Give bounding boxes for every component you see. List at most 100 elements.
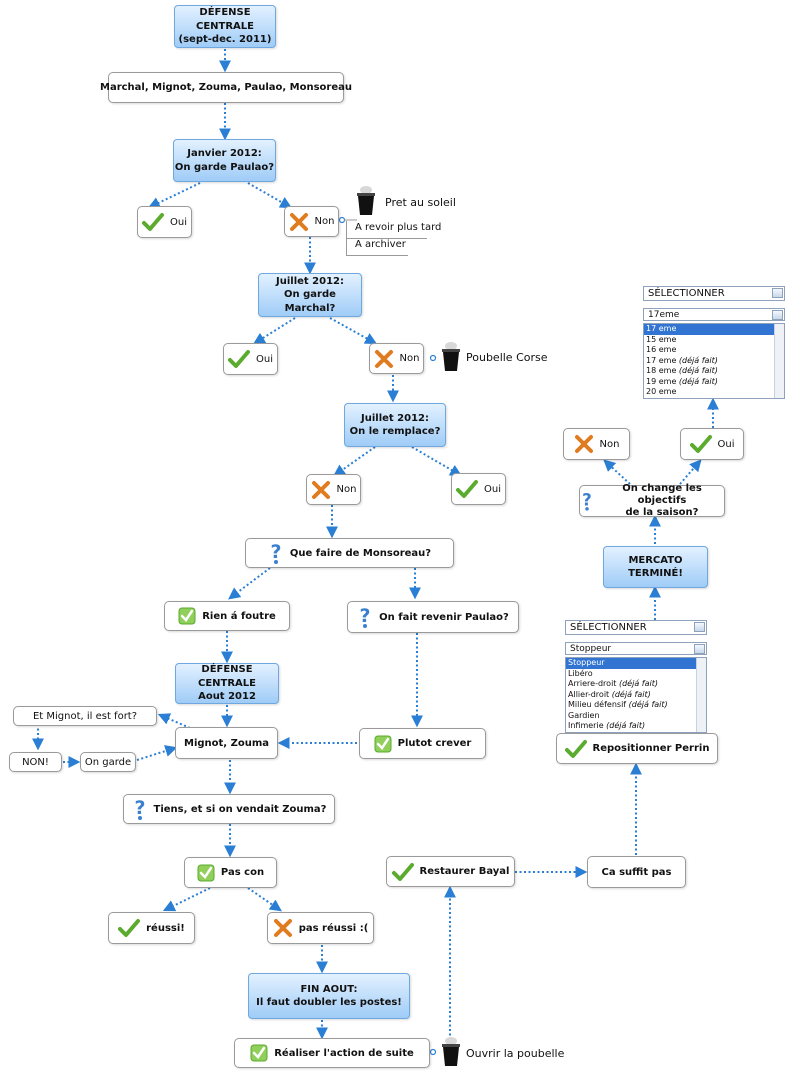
question-icon: ?	[360, 606, 371, 628]
option-label: Arriere-droit	[568, 679, 617, 688]
node-revenir-paulao[interactable]: ? On fait revenir Paulao?	[347, 601, 519, 633]
node-mignot-zouma[interactable]: Mignot, Zouma	[175, 727, 278, 759]
node-rien-a-foutre[interactable]: Rien á foutre	[164, 601, 290, 631]
select-option[interactable]: 16 eme	[644, 345, 774, 356]
scrollbar[interactable]	[696, 658, 706, 732]
node-label: Restaurer Bayal	[419, 866, 510, 877]
node-on-garde[interactable]: On garde	[80, 752, 136, 772]
select-header-label: SÉLECTIONNER	[648, 288, 725, 299]
question-icon: ?	[582, 491, 592, 511]
option-label: 17 eme	[646, 324, 677, 333]
select-option[interactable]: 15 eme	[644, 335, 774, 346]
option-note: (déjá fait)	[678, 366, 718, 375]
node-label: Oui	[484, 483, 501, 495]
node-oui-paulao[interactable]: Oui	[137, 206, 192, 238]
node-janvier-2012[interactable]: Janvier 2012: On garde Paulao?	[173, 139, 276, 182]
select-rank-value[interactable]: 17eme	[643, 308, 785, 321]
option-label: Stoppeur	[568, 658, 605, 667]
attachment-label: A revoir plus tard	[355, 222, 442, 233]
chevron-down-icon[interactable]	[694, 622, 705, 632]
node-et-mignot[interactable]: Et Mignot, il est fort?	[13, 706, 157, 726]
select-position-value[interactable]: Stoppeur	[565, 642, 707, 655]
svg-text:?: ?	[134, 798, 145, 819]
node-subtitle: On le remplace?	[349, 426, 441, 437]
select-option[interactable]: 18 eme (déjá fait)	[644, 366, 774, 377]
select-rank-header[interactable]: SÉLECTIONNER	[643, 286, 785, 301]
node-oui-marchal[interactable]: Oui	[223, 343, 278, 375]
node-realiser-action[interactable]: Réaliser l'action de suite	[234, 1038, 430, 1068]
node-vendre-zouma[interactable]: ? Tiens, et si on vendait Zouma?	[123, 794, 335, 824]
scrollbar[interactable]	[774, 324, 784, 398]
select-option[interactable]: 19 eme (déjá fait)	[644, 377, 774, 388]
select-option[interactable]: Arriere-droit (déjá fait)	[566, 679, 696, 690]
trash-can-icon[interactable]	[355, 186, 377, 216]
select-option[interactable]: 20 eme	[644, 387, 774, 398]
node-reussi[interactable]: réussi!	[108, 912, 195, 944]
attachment-label-pret-au-soleil[interactable]: Pret au soleil	[385, 196, 456, 209]
svg-text:?: ?	[270, 542, 281, 563]
node-label: Pas con	[220, 867, 265, 878]
node-non-marchal[interactable]: Non	[369, 343, 424, 374]
trash-can-icon[interactable]	[440, 342, 462, 372]
select-option[interactable]: Milieu défensif (déjá fait)	[566, 700, 696, 711]
node-que-faire-monsoreau[interactable]: ? Que faire de Monsoreau?	[245, 538, 454, 568]
node-non-objectifs[interactable]: Non	[563, 428, 630, 460]
node-pas-reussi[interactable]: pas réussi :(	[267, 912, 374, 944]
select-position-header[interactable]: SÉLECTIONNER	[565, 620, 707, 635]
chevron-down-icon[interactable]	[772, 288, 783, 298]
attachment-label: A archiver	[355, 239, 406, 250]
chevron-down-icon[interactable]	[772, 310, 783, 320]
node-oui-remplace[interactable]: Oui	[451, 473, 506, 505]
question-icon: ?	[134, 798, 145, 820]
chevron-down-icon[interactable]	[694, 644, 705, 654]
node-label: Que faire de Monsoreau?	[289, 547, 432, 559]
select-option[interactable]: Stoppeur	[566, 658, 696, 669]
node-title: Juillet 2012:	[276, 275, 344, 287]
select-option[interactable]: Allier-droit (déjá fait)	[566, 690, 696, 701]
node-non-remplace[interactable]: Non	[306, 474, 361, 505]
select-header-label: SÉLECTIONNER	[570, 622, 647, 633]
check-icon	[391, 862, 414, 881]
node-label: Oui	[256, 353, 273, 365]
node-objectifs-saison[interactable]: ? On change les objectifs de la saison?	[579, 483, 725, 518]
select-option[interactable]: 17 eme	[644, 324, 774, 335]
select-option[interactable]: Libéro	[566, 669, 696, 680]
option-label: Libéro	[568, 668, 593, 678]
node-title: MERCATO	[628, 554, 683, 566]
node-pas-con[interactable]: Pas con	[184, 857, 277, 888]
node-restaurer-bayal[interactable]: Restaurer Bayal	[386, 856, 515, 887]
option-label: 17 eme	[646, 355, 677, 365]
node-defense-centrale-2011[interactable]: DÉFENSE CENTRALE (sept-dec. 2011)	[174, 5, 276, 48]
node-fin-aout[interactable]: FIN AOUT: Il faut doubler les postes!	[248, 973, 410, 1019]
node-label: On garde	[84, 756, 132, 768]
select-option[interactable]: 17 eme (déjá fait)	[644, 356, 774, 367]
attachment-a-revoir[interactable]: A revoir plus tard	[346, 221, 441, 239]
node-title: Janvier 2012:	[187, 148, 262, 159]
node-title: DÉFENSE CENTRALE	[195, 7, 254, 32]
node-juillet-2012-marchal[interactable]: Juillet 2012: On garde Marchal?	[258, 273, 362, 317]
attachment-label-ouvrir-poubelle[interactable]: Ouvrir la poubelle	[466, 1047, 565, 1060]
node-ca-suffit-pas[interactable]: Ca suffit pas	[587, 856, 686, 888]
node-repositionner-perrin[interactable]: Repositionner Perrin	[556, 733, 718, 764]
trash-can-icon[interactable]	[440, 1037, 462, 1067]
check-icon	[564, 739, 587, 758]
node-player-list[interactable]: Marchal, Mignot, Zouma, Paulao, Monsorea…	[100, 72, 352, 103]
select-option[interactable]: Infimerie (déjá fait)	[566, 721, 696, 732]
select-option[interactable]: Gardien	[566, 711, 696, 722]
node-non-exclaim[interactable]: NON!	[9, 752, 62, 772]
node-label: Non	[599, 438, 620, 450]
option-label: 15 eme	[646, 334, 677, 344]
cross-icon	[574, 435, 593, 453]
attachment-label-poubelle-corse[interactable]: Poubelle Corse	[466, 351, 548, 364]
attachment-a-archiver[interactable]: A archiver	[346, 238, 408, 256]
node-title: Juillet 2012:	[361, 412, 429, 424]
node-juillet-2012-remplace[interactable]: Juillet 2012: On le remplace?	[344, 403, 446, 447]
node-defense-centrale-aout[interactable]: DÉFENSE CENTRALE Aout 2012	[175, 663, 279, 704]
node-oui-objectifs[interactable]: Oui	[680, 428, 744, 460]
node-plutot-crever[interactable]: Plutot crever	[359, 728, 486, 759]
node-non-paulao[interactable]: Non	[284, 206, 339, 237]
node-mercato-termine[interactable]: MERCATO TERMINÉ!	[603, 546, 708, 588]
check-icon	[689, 435, 712, 453]
